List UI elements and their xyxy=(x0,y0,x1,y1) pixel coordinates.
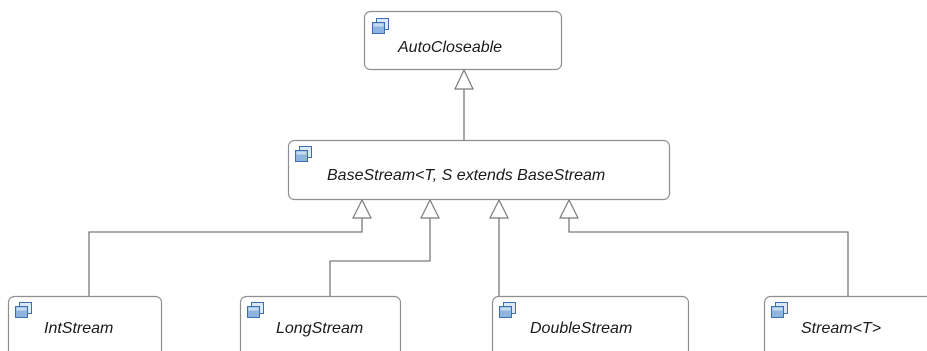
edge-intstream-to-basestream xyxy=(88,198,372,296)
generalization-arrowhead xyxy=(420,198,440,219)
node-doublestream[interactable]: DoubleStream xyxy=(491,295,690,351)
edge-stream-to-basestream xyxy=(559,198,849,296)
node-label: LongStream xyxy=(276,320,363,337)
node-intstream[interactable]: IntStream xyxy=(7,295,163,351)
node-label: IntStream xyxy=(44,320,113,337)
generalization-arrowhead xyxy=(559,198,579,219)
edge-doublestream-to-basestream xyxy=(489,198,509,296)
edge-longstream-to-basestream xyxy=(329,198,440,296)
node-longstream[interactable]: LongStream xyxy=(239,295,402,351)
node-label: AutoCloseable xyxy=(397,39,502,56)
generalization-arrowhead xyxy=(489,198,509,219)
node-label: BaseStream<T, S extends BaseStream xyxy=(327,167,605,184)
node-stream[interactable]: Stream<T> xyxy=(763,295,927,351)
node-autocloseable[interactable]: AutoCloseable xyxy=(363,10,563,71)
node-label: Stream<T> xyxy=(801,320,881,337)
node-basestream[interactable]: BaseStream<T, S extends BaseStream xyxy=(287,139,671,201)
generalization-arrowhead xyxy=(454,68,474,90)
node-label: DoubleStream xyxy=(530,320,632,337)
generalization-arrowhead xyxy=(352,198,372,219)
edge-basestream-to-autocloseable xyxy=(454,68,474,140)
